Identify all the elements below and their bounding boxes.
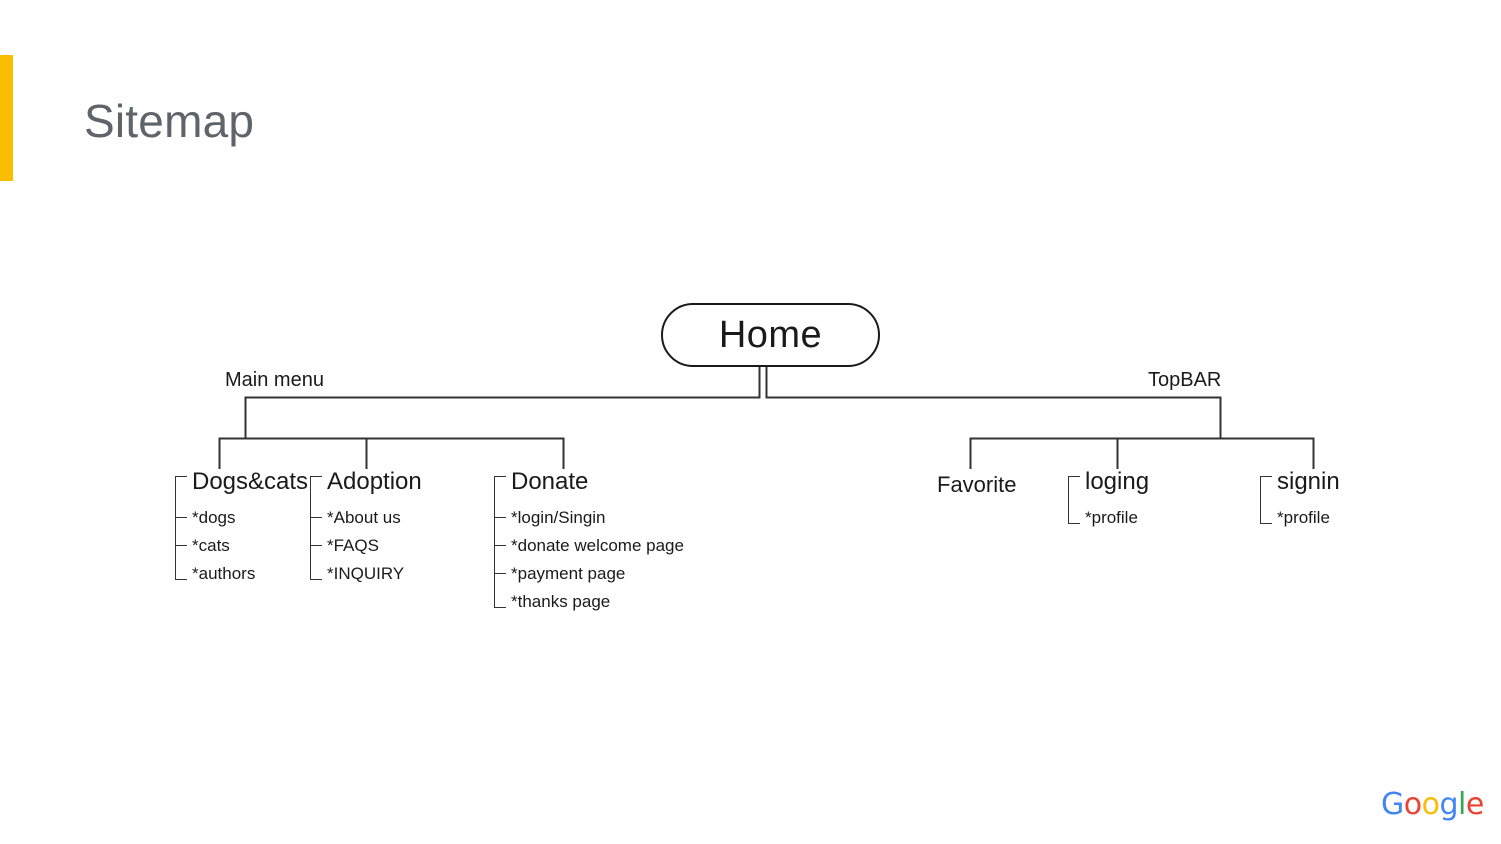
group-dogs-and-cats: Dogs&cats *dogs *cats *authors [170, 470, 308, 587]
google-logo-letter-4: l [1458, 787, 1466, 822]
node-dogs[interactable]: *dogs [192, 507, 236, 527]
node-payment-page[interactable]: *payment page [511, 563, 626, 583]
node-login-singin[interactable]: *login/Singin [511, 507, 606, 527]
google-logo-letter-1: o [1403, 787, 1422, 822]
branch-caption-main-menu: Main menu [225, 369, 324, 391]
page-title: Sitemap [84, 95, 255, 147]
node-signin[interactable]: signin [1277, 468, 1340, 495]
node-signin-profile[interactable]: *profile [1277, 507, 1330, 527]
node-loging-profile[interactable]: *profile [1085, 507, 1138, 527]
node-donate[interactable]: Donate [511, 468, 589, 495]
node-home-label: Home [718, 314, 823, 356]
group-loging: loging *profile [1063, 470, 1149, 531]
node-authors[interactable]: *authors [192, 563, 256, 583]
google-logo: Google [1381, 790, 1484, 820]
node-thanks-page[interactable]: *thanks page [511, 591, 611, 611]
title-accent-bar [0, 55, 13, 181]
node-cats[interactable]: *cats [192, 535, 230, 555]
branch-caption-topbar: TopBAR [1148, 369, 1222, 391]
google-logo-letter-5: e [1465, 787, 1484, 822]
google-logo-letter-2: o [1421, 787, 1440, 822]
node-inquiry[interactable]: *INQUIRY [327, 563, 405, 583]
node-about-us[interactable]: *About us [327, 507, 401, 527]
group-adoption: Adoption *About us *FAQS *INQUIRY [305, 470, 422, 587]
node-loging[interactable]: loging [1085, 468, 1150, 495]
google-logo-letter-0: G [1381, 787, 1404, 822]
node-faqs[interactable]: *FAQS [327, 535, 379, 555]
node-favorite[interactable]: Favorite [937, 472, 1017, 497]
node-dogs-and-cats[interactable]: Dogs&cats [192, 468, 309, 495]
node-home[interactable]: Home [661, 303, 880, 367]
group-signin: signin *profile [1255, 470, 1340, 531]
group-donate: Donate *login/Singin *donate welcome pag… [489, 470, 684, 615]
node-donate-welcome-page[interactable]: *donate welcome page [511, 535, 684, 555]
node-adoption[interactable]: Adoption [327, 468, 422, 495]
google-logo-letter-3: g [1439, 787, 1459, 822]
